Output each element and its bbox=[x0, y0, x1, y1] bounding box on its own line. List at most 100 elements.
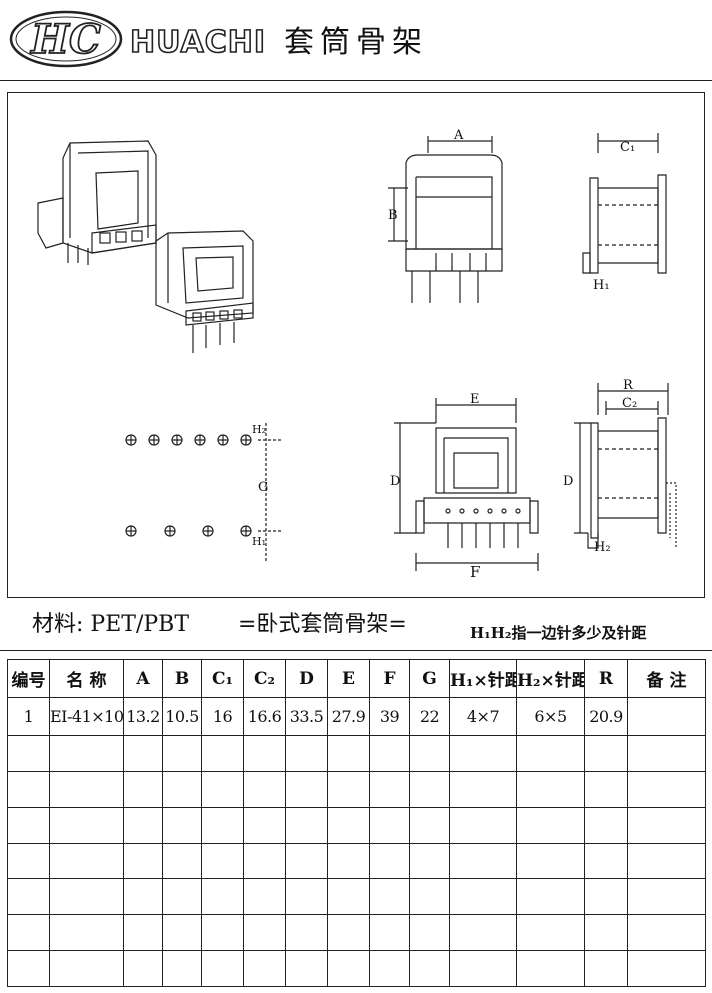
page-title: 套筒骨架 bbox=[284, 25, 428, 60]
table-cell bbox=[243, 842, 286, 880]
table-cell bbox=[449, 878, 517, 916]
bobbin-iso-small bbox=[155, 230, 254, 353]
table-cell bbox=[584, 735, 628, 772]
table-cell bbox=[327, 770, 370, 808]
drawing-frame: A B C₁ H₁ E D F R C₂ D H₂ H₂ G H₁ bbox=[7, 92, 705, 598]
table-row bbox=[7, 842, 706, 880]
table-cell: EI-41×10 bbox=[49, 697, 124, 736]
material-row: 材料: PET/PBT =卧式套筒骨架= H₁H₂指一边针多少及针距 bbox=[0, 604, 712, 650]
dim-label-f: F bbox=[470, 563, 480, 581]
table-header-cell: E bbox=[327, 659, 370, 698]
table-cell bbox=[516, 878, 585, 916]
table-cell bbox=[7, 770, 50, 808]
table-cell bbox=[627, 878, 706, 916]
table-cell bbox=[243, 735, 286, 772]
dim-label-h2: H₂ bbox=[252, 423, 266, 436]
table-cell bbox=[7, 950, 50, 987]
dim-label-h2-side: H₂ bbox=[594, 540, 611, 555]
table-header-cell: B bbox=[162, 659, 202, 698]
table-cell bbox=[123, 770, 163, 808]
table-cell bbox=[627, 806, 706, 844]
table-header-cell: A bbox=[123, 659, 163, 698]
table-cell bbox=[7, 878, 50, 916]
table-divider bbox=[0, 650, 712, 651]
table-cell bbox=[584, 950, 628, 987]
table-cell bbox=[123, 950, 163, 987]
table-cell bbox=[123, 842, 163, 880]
table-header-cell: D bbox=[285, 659, 328, 698]
table-cell bbox=[162, 878, 202, 916]
table-cell bbox=[409, 950, 450, 987]
table-cell bbox=[123, 735, 163, 772]
table-cell bbox=[201, 914, 244, 952]
logo-text: HC bbox=[30, 16, 101, 63]
table-cell bbox=[369, 950, 410, 987]
table-cell bbox=[584, 842, 628, 880]
table-header-cell: H₂×针距 bbox=[516, 659, 585, 698]
table-header-cell: C₂ bbox=[243, 659, 286, 698]
table-cell: 22 bbox=[409, 697, 450, 736]
table-cell bbox=[49, 878, 124, 916]
table-cell bbox=[243, 950, 286, 987]
table-cell bbox=[516, 842, 585, 880]
technical-drawing: A B C₁ H₁ E D F R C₂ D H₂ H₂ G H₁ bbox=[37, 128, 677, 581]
table-cell bbox=[162, 806, 202, 844]
table-cell bbox=[409, 878, 450, 916]
table-cell bbox=[627, 697, 706, 736]
table-cell bbox=[584, 770, 628, 808]
table-cell bbox=[201, 842, 244, 880]
table-cell bbox=[409, 735, 450, 772]
table-cell bbox=[7, 735, 50, 772]
table-cell: 27.9 bbox=[327, 697, 370, 736]
table-cell bbox=[123, 878, 163, 916]
dim-label-h1-top: H₁ bbox=[593, 278, 610, 293]
dim-label-e: E bbox=[470, 392, 480, 407]
dim-label-g: G bbox=[258, 480, 268, 495]
bobbin-iso-large bbox=[37, 140, 157, 265]
table-row bbox=[7, 950, 706, 987]
table-cell bbox=[516, 950, 585, 987]
table-cell bbox=[584, 878, 628, 916]
side-view-bottom bbox=[574, 383, 677, 549]
table-cell bbox=[584, 914, 628, 952]
huachi-logo: HC bbox=[9, 10, 123, 68]
table-cell: 13.2 bbox=[123, 697, 163, 736]
dim-label-c2: C₂ bbox=[622, 396, 637, 411]
table-cell bbox=[327, 806, 370, 844]
table-header-cell: 备 注 bbox=[627, 659, 706, 698]
table-cell bbox=[449, 806, 517, 844]
table-cell bbox=[49, 735, 124, 772]
table-cell bbox=[285, 770, 328, 808]
dim-label-a: A bbox=[453, 128, 464, 143]
table-cell: 16 bbox=[201, 697, 244, 736]
pin-note: H₁H₂指一边针多少及针距 bbox=[470, 624, 647, 642]
table-cell bbox=[285, 735, 328, 772]
table-header-cell: C₁ bbox=[201, 659, 244, 698]
table-cell bbox=[201, 770, 244, 808]
table-cell: 6×5 bbox=[516, 697, 585, 736]
table-cell bbox=[285, 806, 328, 844]
table-cell bbox=[201, 878, 244, 916]
table-cell bbox=[516, 806, 585, 844]
table-cell bbox=[285, 914, 328, 952]
table-cell bbox=[243, 914, 286, 952]
table-cell bbox=[49, 770, 124, 808]
table-cell: 1 bbox=[7, 697, 50, 736]
table-cell bbox=[243, 770, 286, 808]
dim-label-b: B bbox=[388, 208, 398, 223]
pin-layout bbox=[125, 423, 283, 563]
table-cell bbox=[409, 806, 450, 844]
table-cell bbox=[7, 914, 50, 952]
table-cell bbox=[627, 842, 706, 880]
table-cell bbox=[449, 842, 517, 880]
dim-label-d: D bbox=[390, 474, 400, 489]
front-view-bottom bbox=[394, 398, 539, 571]
table-row bbox=[7, 878, 706, 916]
table-cell bbox=[162, 842, 202, 880]
table-cell bbox=[449, 914, 517, 952]
table-cell: 10.5 bbox=[162, 697, 202, 736]
table-cell bbox=[627, 770, 706, 808]
table-header-cell: H₁×针距 bbox=[449, 659, 517, 698]
brand-name: HUACHI bbox=[129, 25, 267, 60]
table-cell bbox=[327, 950, 370, 987]
